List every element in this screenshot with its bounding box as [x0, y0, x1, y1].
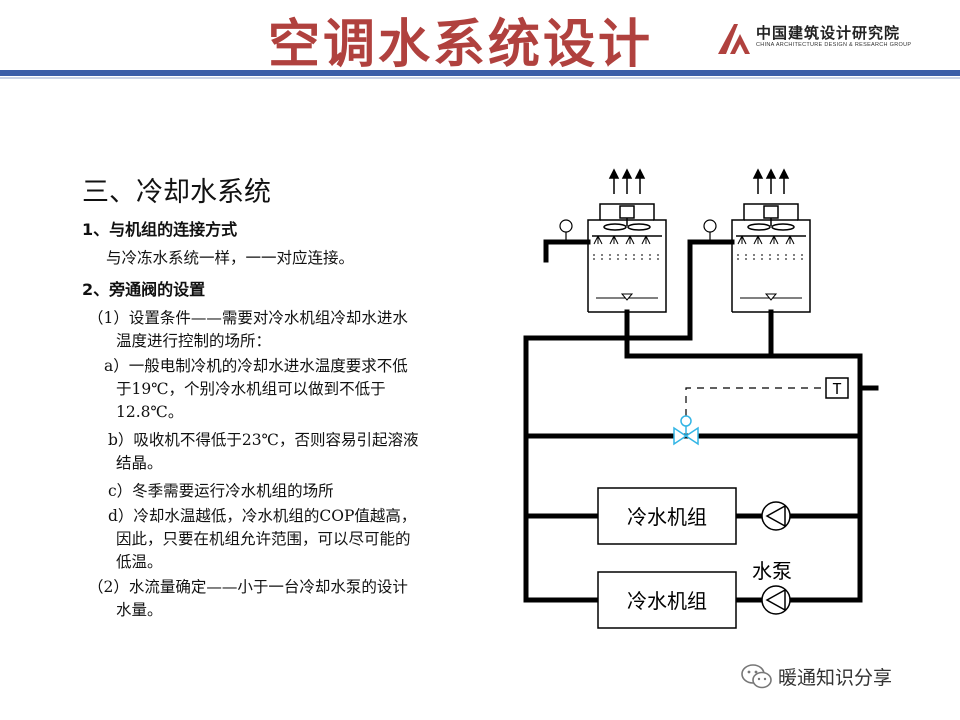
watermark: 暖通知识分享: [738, 660, 938, 694]
tower-supply-valve-icons: [559, 219, 717, 240]
item-d-line-2: 因此，只要在机组允许范围，可以尽可能的: [116, 530, 411, 548]
chiller-unit-2: 冷水机组: [597, 571, 737, 629]
pump-label: 水泵: [752, 559, 792, 583]
item-a-line-3: 12.8℃。: [116, 403, 184, 421]
sub-1-line-2: 温度进行控制的场所：: [116, 332, 272, 350]
section-heading: 三、冷却水系统: [82, 177, 271, 208]
exhaust-arrows-left: [608, 168, 646, 194]
item-c-line-1: c）冬季需要运行冷水机组的场所: [108, 482, 334, 500]
cooling-water-system-diagram: T 冷水机组 冷水机组 水泵: [523, 168, 879, 629]
point-1-body: 与冷冻水系统一样，一一对应连接。: [106, 249, 355, 267]
item-b-line-1: b）吸收机不得低于23℃，否则容易引起溶液: [108, 431, 419, 449]
chiller-2-label: 冷水机组: [627, 589, 707, 613]
company-logo: 中国建筑设计研究院 CHINA ARCHITECTURE DESIGN & RE…: [716, 22, 946, 60]
logo-english-name: CHINA ARCHITECTURE DESIGN & RESEARCH GRO…: [756, 42, 912, 48]
cooling-tower-1: [587, 203, 667, 313]
watermark-text: 暖通知识分享: [778, 667, 893, 689]
item-b-line-2: 结晶。: [116, 454, 163, 472]
item-a-line-2: 于19℃，个别冷水机组可以做到不低于: [116, 380, 386, 398]
chiller-unit-1: 冷水机组: [597, 487, 737, 545]
chiller-1-label: 冷水机组: [627, 505, 707, 529]
thermostat-label: T: [832, 380, 841, 398]
point-1-title: 1、与机组的连接方式: [82, 220, 238, 239]
exhaust-arrows-right: [752, 168, 790, 194]
logo-chinese-name: 中国建筑设计研究院: [756, 24, 901, 42]
logo-mark-icon: [718, 24, 750, 54]
cooling-tower-2: [731, 203, 811, 313]
bypass-valve-icon: [673, 415, 699, 446]
wechat-icon: [741, 664, 772, 689]
pump-2-icon: [761, 585, 791, 615]
sub-2-line-1: （2）水流量确定——小于一台冷却水泵的设计: [88, 578, 408, 596]
item-d-line-3: 低温。: [116, 553, 163, 571]
thermostat-sensor: T: [825, 377, 849, 399]
item-d-line-1: d）冷却水温越低，冷水机组的COP值越高，: [108, 507, 417, 525]
slide-title: 空调水系统设计: [268, 15, 654, 75]
pipe-network: [523, 239, 879, 603]
header-divider: [0, 70, 960, 79]
slide-header: 空调水系统设计 中国建筑设计研究院 CHINA ARCHITECTURE DES…: [0, 0, 960, 80]
sub-2-line-2: 水量。: [116, 601, 163, 619]
item-a-line-1: a）一般电制冷机的冷却水进水温度要求不低: [104, 357, 408, 375]
control-signal-line: [685, 387, 826, 416]
sub-1-line-1: （1）设置条件——需要对冷水机组冷却水进水: [88, 309, 408, 327]
pump-1-icon: [761, 501, 791, 531]
point-2-title: 2、旁通阀的设置: [82, 280, 206, 299]
